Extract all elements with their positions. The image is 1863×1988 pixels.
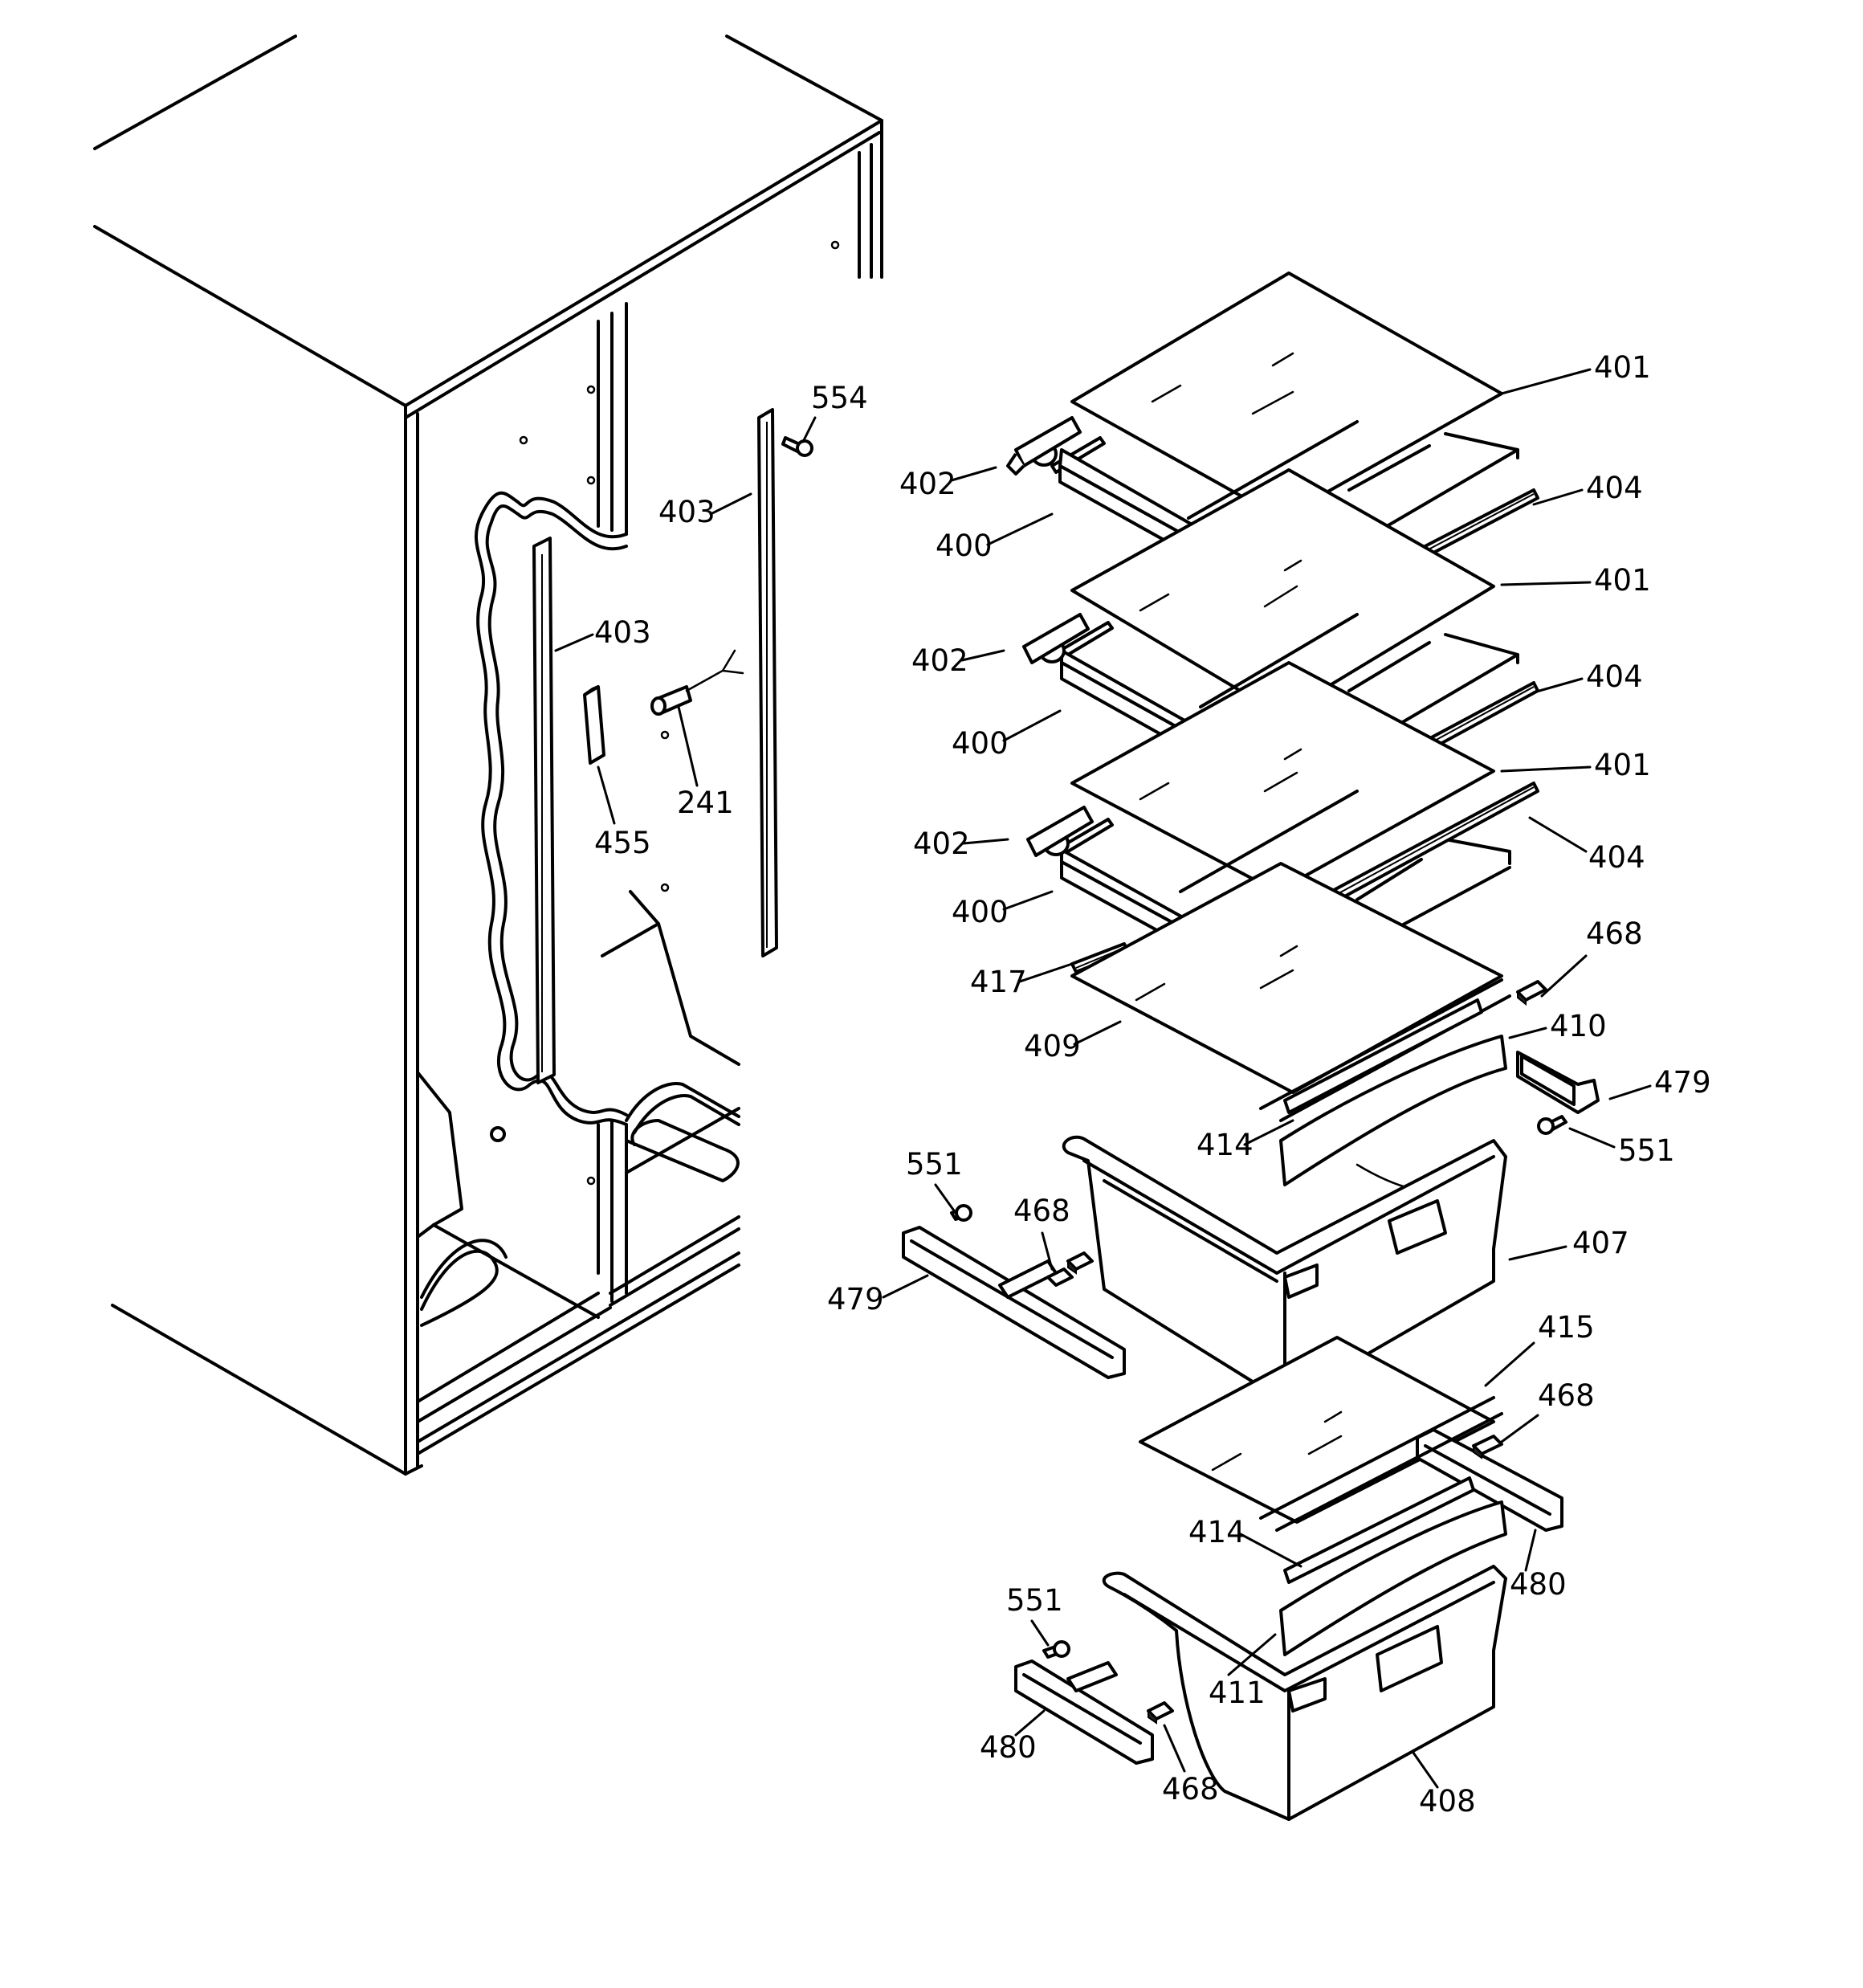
- leader-line-401: [1500, 765, 1592, 773]
- part-label-480: 480: [1510, 1567, 1567, 1602]
- shelf-rail-right: [757, 408, 778, 957]
- pan-cover-409: [1070, 862, 1503, 1094]
- leader-line-551: [934, 1183, 957, 1214]
- part-label-404: 404: [1588, 840, 1645, 875]
- callout-labels: 401 554 402 404 403 400 401 403 402 404 400 401 241 4…: [554, 350, 1711, 1819]
- part-label-414: 414: [1196, 1128, 1254, 1162]
- leader-line-455: [597, 765, 616, 825]
- leader-line-402: [960, 649, 1005, 662]
- part-label-409: 409: [1024, 1029, 1081, 1063]
- part-label-479: 479: [1654, 1065, 1711, 1100]
- part-label-468: 468: [1538, 1378, 1595, 1413]
- leader-line-468: [1540, 954, 1588, 998]
- leader-line-403: [709, 492, 752, 516]
- leader-line-417: [1018, 962, 1074, 983]
- leader-line-400: [986, 512, 1054, 546]
- part-label-400: 400: [936, 529, 993, 563]
- part-label-403: 403: [594, 615, 651, 650]
- leader-line-404: [1528, 816, 1588, 853]
- crisper-drawer-407: [1062, 978, 1600, 1403]
- leader-line-468: [1500, 1414, 1539, 1443]
- part-label-401: 401: [1594, 563, 1651, 598]
- leader-line-480: [1524, 1529, 1537, 1572]
- part-label-402: 402: [899, 467, 956, 501]
- part-label-480: 480: [980, 1730, 1037, 1765]
- leader-line-414: [1239, 1533, 1302, 1568]
- part-label-417: 417: [970, 965, 1027, 999]
- leader-line-402: [950, 466, 997, 482]
- leader-line-401: [1500, 581, 1592, 586]
- leader-line-400: [1002, 890, 1054, 911]
- leader-line-468: [1163, 1724, 1186, 1773]
- leader-line-479: [1608, 1084, 1652, 1100]
- leader-line-415: [1484, 1341, 1535, 1387]
- leader-line-414: [1243, 1119, 1294, 1146]
- part-label-455: 455: [594, 826, 651, 860]
- part-label-468: 468: [1586, 916, 1643, 951]
- part-label-551: 551: [1006, 1583, 1063, 1618]
- part-label-400: 400: [952, 726, 1009, 761]
- pan-cover-415: [1139, 1336, 1495, 1524]
- part-label-407: 407: [1572, 1226, 1629, 1260]
- part-label-415: 415: [1538, 1310, 1595, 1345]
- leader-line-468: [1041, 1231, 1054, 1271]
- part-label-403: 403: [658, 495, 715, 529]
- part-label-408: 408: [1419, 1784, 1476, 1819]
- leader-line-479: [882, 1274, 929, 1299]
- part-label-402: 402: [911, 643, 968, 678]
- part-label-479: 479: [827, 1282, 884, 1316]
- part-label-554: 554: [811, 381, 868, 415]
- part-label-410: 410: [1550, 1009, 1607, 1043]
- drawer-slide-480: [1014, 1640, 1174, 1765]
- part-label-411: 411: [1209, 1676, 1266, 1710]
- part-label-414: 414: [1188, 1515, 1245, 1549]
- leader-line-554: [801, 416, 817, 443]
- leader-line-409: [1073, 1020, 1122, 1046]
- part-label-468: 468: [1013, 1194, 1070, 1228]
- leader-line-404: [1532, 677, 1584, 694]
- part-label-404: 404: [1586, 659, 1643, 694]
- leader-line-400: [1002, 709, 1062, 742]
- part-label-551: 551: [906, 1147, 963, 1182]
- leader-line-407: [1508, 1245, 1567, 1261]
- leader-line-401: [1500, 368, 1592, 395]
- leader-line-551: [1568, 1127, 1616, 1149]
- light-socket-241: [650, 649, 744, 716]
- leader-line-403: [554, 633, 594, 652]
- crisper-drawer-408: [1102, 1396, 1563, 1821]
- part-label-401: 401: [1594, 350, 1651, 385]
- part-label-241: 241: [677, 786, 734, 820]
- leader-line-410: [1508, 1027, 1547, 1039]
- part-label-401: 401: [1594, 748, 1651, 782]
- leader-line-402: [962, 838, 1009, 845]
- leader-line-241: [677, 705, 699, 787]
- shelf-rail-left: [532, 537, 556, 1084]
- screw-554-icon: [781, 436, 813, 457]
- leader-line-408: [1412, 1751, 1439, 1789]
- refrigerator-cabinet: [93, 35, 883, 1476]
- part-label-404: 404: [1586, 471, 1643, 505]
- leader-line-551: [1030, 1619, 1050, 1647]
- part-label-468: 468: [1162, 1772, 1219, 1806]
- drawer-slide-479: [902, 1204, 1126, 1379]
- leader-line-404: [1532, 488, 1584, 506]
- part-label-402: 402: [913, 827, 970, 861]
- part-label-400: 400: [952, 895, 1009, 929]
- leader-line-480: [1014, 1709, 1046, 1737]
- leader-line-411: [1227, 1633, 1277, 1676]
- part-label-551: 551: [1618, 1133, 1675, 1168]
- bracket-455: [583, 685, 605, 765]
